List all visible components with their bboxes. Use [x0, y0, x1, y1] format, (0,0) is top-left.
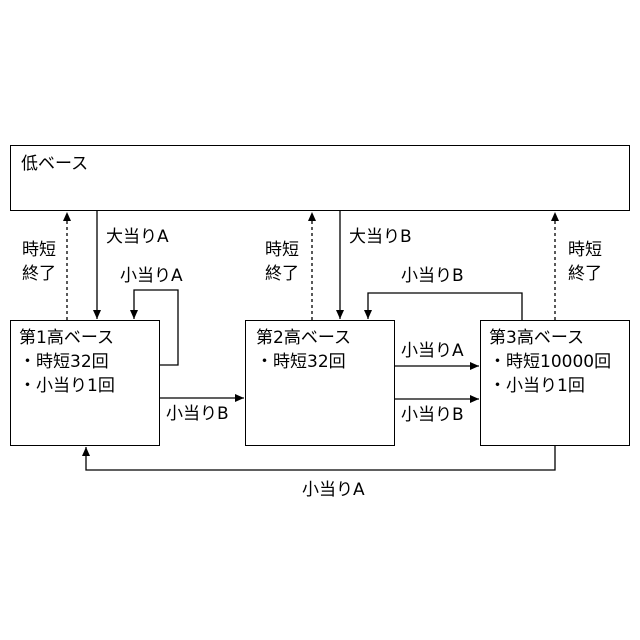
state-high2-line: ・時短32回 [256, 350, 394, 374]
arrow-small-b-3to2 [368, 293, 522, 320]
state-high1-line: ・時短32回 [19, 350, 159, 374]
label-jitan-end-2: 時短 終了 [265, 238, 299, 286]
label-text: 終了 [265, 262, 299, 286]
state-high3-line: ・時短10000回 [489, 350, 629, 374]
label-jitan-end-3: 時短 終了 [568, 238, 602, 286]
state-high1-title: 第1高ベース [19, 326, 159, 350]
label-text: 時短 [568, 238, 602, 262]
state-high-base-3: 第3高ベース ・時短10000回 ・小当り1回 [480, 320, 630, 446]
label-small-b-3to2: 小当りB [401, 266, 464, 286]
state-high3-title: 第3高ベース [489, 326, 629, 350]
label-big-b: 大当りB [349, 227, 412, 247]
label-text: 終了 [22, 262, 56, 286]
state-high-base-2: 第2高ベース ・時短32回 [245, 320, 395, 446]
state-low-base: 低ベース [10, 145, 630, 211]
label-text: 時短 [22, 238, 56, 262]
label-text: 時短 [265, 238, 299, 262]
state-high-base-1: 第1高ベース ・時短32回 ・小当り1回 [10, 320, 160, 446]
label-small-b-2to3: 小当りB [401, 405, 464, 425]
state-low-title: 低ベース [21, 152, 629, 176]
label-small-a-2to3: 小当りA [401, 341, 464, 361]
label-small-b-1to2: 小当りB [166, 404, 229, 424]
label-text: 終了 [568, 262, 602, 286]
label-jitan-end-1: 時短 終了 [22, 238, 56, 286]
label-small-a-loop1: 小当りA [120, 266, 183, 286]
arrow-small-a-3to1 [86, 446, 555, 470]
state-high3-line: ・小当り1回 [489, 374, 629, 398]
label-small-a-3to1: 小当りA [302, 480, 365, 500]
state-high1-line: ・小当り1回 [19, 374, 159, 398]
state-high2-title: 第2高ベース [256, 326, 394, 350]
label-big-a: 大当りA [106, 227, 169, 247]
